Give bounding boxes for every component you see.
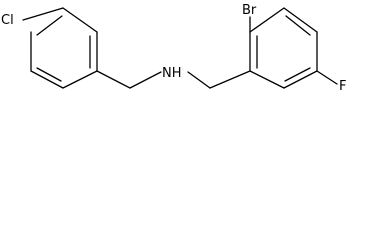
double-bond [285, 15, 311, 36]
bond [30, 70, 64, 89]
molecule-structure: Cl NH Br F [1, 3, 346, 94]
structure-diagram: Cl NH Br F [0, 0, 367, 96]
chlorophenyl-ring [22, 7, 98, 89]
chlorine-label: Cl [1, 13, 14, 28]
double-bond [284, 67, 311, 82]
bond-ch2-ring [209, 70, 251, 89]
bond-ch2-n [129, 71, 162, 89]
double-bond [36, 67, 62, 82]
bond [283, 70, 318, 89]
bond-c-f [316, 70, 338, 85]
bond [62, 70, 98, 89]
bond [283, 7, 318, 33]
bond [62, 7, 98, 33]
bond [249, 70, 285, 89]
fluorine-label: F [339, 79, 346, 94]
bond-ring-ch2 [96, 70, 131, 89]
amine-label: NH [162, 66, 182, 81]
bond [249, 7, 285, 33]
bond-n-ch2 [187, 71, 211, 89]
bond [22, 7, 64, 21]
bromine-label: Br [242, 3, 257, 18]
double-bond [36, 15, 63, 36]
bromofluorophenyl-ring [249, 7, 318, 89]
